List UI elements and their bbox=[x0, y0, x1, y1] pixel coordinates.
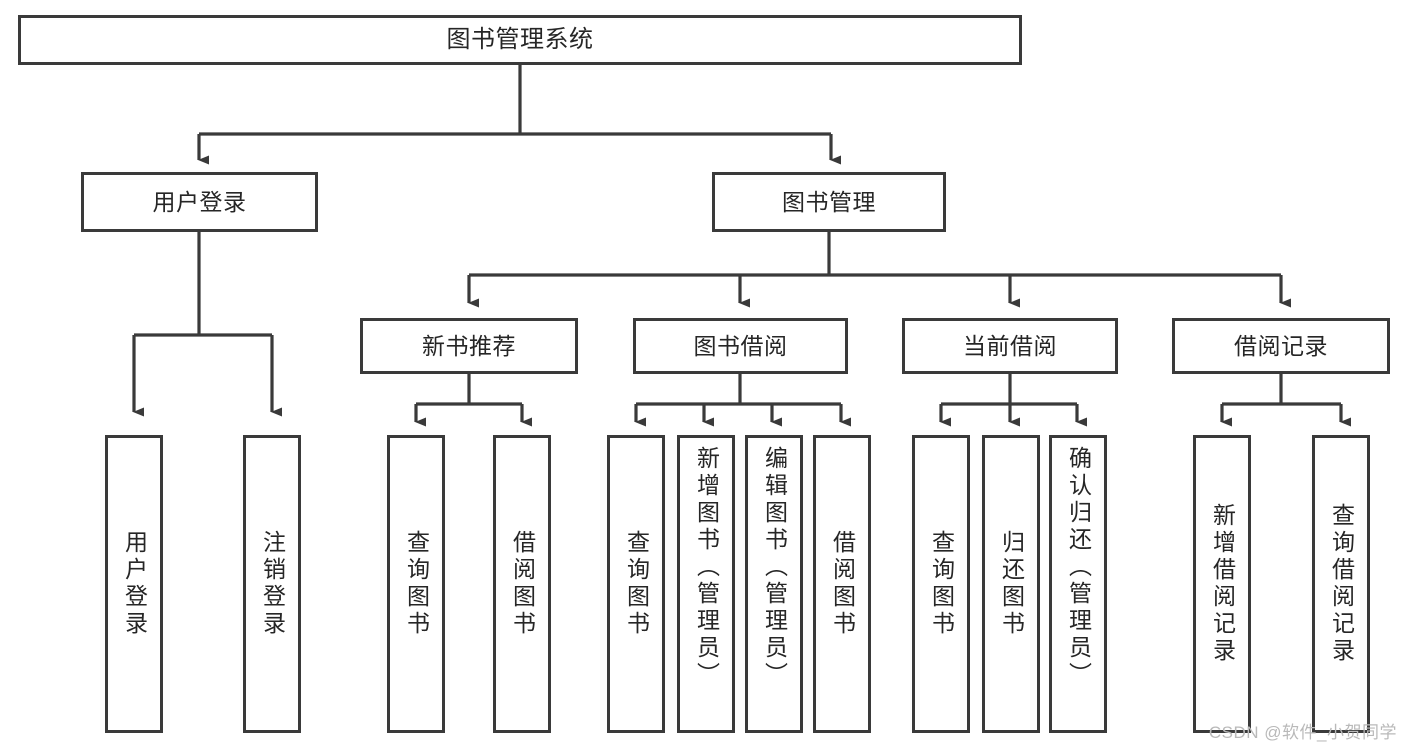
node-leaf-logout[interactable]: 注销登录 bbox=[243, 435, 301, 733]
node-leaf-user-login[interactable]: 用户登录 bbox=[105, 435, 163, 733]
node-book-borrow-label: 图书借阅 bbox=[693, 332, 788, 359]
node-leaf-logout-label: 注销登录 bbox=[259, 530, 286, 638]
node-leaf-add-book[interactable]: 新增图书（管理员） bbox=[677, 435, 735, 733]
node-leaf-query-book-2[interactable]: 查询图书 bbox=[607, 435, 665, 733]
node-leaf-borrow-book-2[interactable]: 借阅图书 bbox=[813, 435, 871, 733]
node-borrow-record[interactable]: 借阅记录 bbox=[1172, 318, 1390, 374]
node-leaf-add-record[interactable]: 新增借阅记录 bbox=[1193, 435, 1251, 733]
node-leaf-add-book-label: 新增图书（管理员） bbox=[693, 446, 720, 689]
node-book-management[interactable]: 图书管理 bbox=[712, 172, 946, 232]
node-root[interactable]: 图书管理系统 bbox=[18, 15, 1022, 65]
node-new-book-recommend[interactable]: 新书推荐 bbox=[360, 318, 578, 374]
node-leaf-edit-book[interactable]: 编辑图书（管理员） bbox=[745, 435, 803, 733]
node-leaf-query-record[interactable]: 查询借阅记录 bbox=[1312, 435, 1370, 733]
node-borrow-record-label: 借阅记录 bbox=[1234, 332, 1328, 359]
watermark-text: CSDN @软件_小贺同学 bbox=[1208, 723, 1397, 742]
node-current-borrow-label: 当前借阅 bbox=[963, 332, 1057, 359]
node-leaf-user-login-label: 用户登录 bbox=[121, 530, 148, 638]
node-book-borrow[interactable]: 图书借阅 bbox=[633, 318, 848, 374]
node-leaf-borrow-book-2-label: 借阅图书 bbox=[829, 530, 856, 638]
node-root-label: 图书管理系统 bbox=[446, 26, 594, 54]
node-leaf-borrow-book-1-label: 借阅图书 bbox=[509, 530, 536, 638]
node-leaf-query-book-1-label: 查询图书 bbox=[403, 530, 430, 638]
node-leaf-query-book-2-label: 查询图书 bbox=[623, 530, 650, 638]
node-leaf-confirm-return-label: 确认归还（管理员） bbox=[1065, 446, 1092, 689]
node-book-management-label: 图书管理 bbox=[782, 188, 876, 215]
node-leaf-return-book[interactable]: 归还图书 bbox=[982, 435, 1040, 733]
node-leaf-query-record-label: 查询借阅记录 bbox=[1328, 503, 1355, 665]
node-leaf-query-book-1[interactable]: 查询图书 bbox=[387, 435, 445, 733]
node-leaf-borrow-book-1[interactable]: 借阅图书 bbox=[493, 435, 551, 733]
node-leaf-return-book-label: 归还图书 bbox=[998, 530, 1025, 638]
node-leaf-query-book-3[interactable]: 查询图书 bbox=[912, 435, 970, 733]
node-leaf-edit-book-label: 编辑图书（管理员） bbox=[761, 446, 788, 689]
node-current-borrow[interactable]: 当前借阅 bbox=[902, 318, 1118, 374]
node-leaf-add-record-label: 新增借阅记录 bbox=[1209, 503, 1236, 665]
node-leaf-confirm-return[interactable]: 确认归还（管理员） bbox=[1049, 435, 1107, 733]
node-user-login[interactable]: 用户登录 bbox=[81, 172, 318, 232]
node-user-login-label: 用户登录 bbox=[152, 188, 247, 215]
node-new-book-recommend-label: 新书推荐 bbox=[422, 332, 516, 359]
node-leaf-query-book-3-label: 查询图书 bbox=[928, 530, 955, 638]
